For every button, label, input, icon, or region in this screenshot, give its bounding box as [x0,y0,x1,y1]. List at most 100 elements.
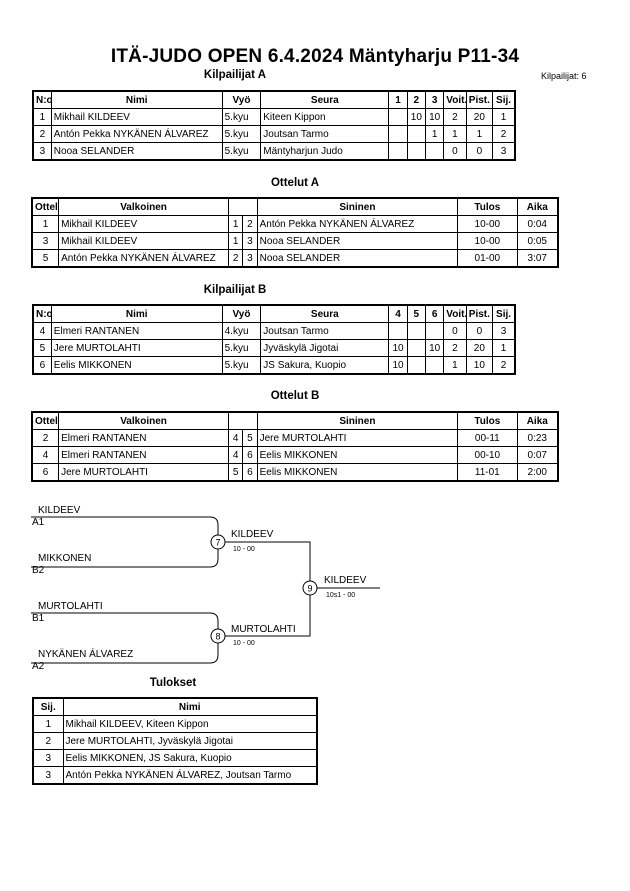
col-header: Valkoinen [58,197,229,216]
table-row: 3 Antón Pekka NYKÄNEN ÁLVAREZ, Joutsan T… [32,766,318,785]
table-cell: 4.kyu [221,322,262,340]
table-cell: 5 [32,339,52,357]
col-header: Ottelu [31,411,60,430]
col-header: Valkoinen [58,411,229,430]
match-8-circle [210,628,226,644]
semi2-bottom-name: NYKÄNEN ÁLVAREZ [38,647,133,660]
table-cell: Eelis MIKKONEN [50,356,223,375]
table-cell: Nooa SELANDER [50,142,223,161]
table-cell: 0 [465,322,494,340]
table-cell: 10 [424,108,445,126]
table-cell [388,108,408,126]
col-header: Nimi [50,304,223,323]
table-cell: 20 [465,108,494,126]
table-cell: 3 [242,232,258,250]
table-cell: 20 [465,339,494,357]
table-cell: Elmeri RANTANEN [50,322,223,340]
col-header: Sininen [256,197,459,216]
table-cell: 0 [465,142,494,161]
col-header: Seura [260,304,390,323]
pool-b-table: N:o Nimi Vyö Seura 4 5 6 Voit. Pist. Sij… [32,304,516,375]
table-cell: 2 [242,215,258,233]
col-header: Nimi [50,90,223,109]
table-row: 5 Jere MURTOLAHTI 5.kyu Jyväskylä Jigota… [32,339,516,357]
table-cell: Mikhail KILDEEV [58,215,229,233]
col-header: Aika [516,197,559,216]
final-score: 10s1 - 00 [326,592,355,599]
match-7-score: 10 - 00 [233,546,255,553]
table-cell: Mäntyharjun Judo [260,142,390,161]
table-cell: 2 [32,732,64,750]
table-cell [424,356,445,375]
col-header: Vyö [221,304,262,323]
page-title: ITÄ-JUDO OPEN 6.4.2024 Mäntyharju P11-34 [110,46,520,67]
col-header: 1 [388,90,408,109]
table-cell: 1 [443,356,467,375]
col-header: 2 [406,90,426,109]
table-row: 3 Eelis MIKKONEN, JS Sakura, Kuopio [32,749,318,767]
table-cell: Jere MURTOLAHTI, Jyväskylä Jigotai [62,732,318,750]
table-cell: 1 [465,125,494,143]
pool-b-heading: Kilpailijat B [203,284,267,296]
table-cell: Antón Pekka NYKÄNEN ÁLVAREZ, Joutsan Tar… [62,766,318,785]
table-row: 1 Mikhail KILDEEV 5.kyu Kiteen Kippon 10… [32,108,516,126]
table-cell: 2 [32,125,52,143]
semi1-top-seed: A1 [32,517,45,528]
table-cell: 1 [227,215,244,233]
match-9-number: 9 [307,584,312,594]
table-cell: 2 [31,429,60,447]
match-8-winner: MURTOLAHTI [231,624,296,635]
table-cell: Elmeri RANTANEN [58,446,229,464]
table-cell: Mikhail KILDEEV, Kiteen Kippon [62,715,318,733]
table-row: 1 Mikhail KILDEEV, Kiteen Kippon [32,715,318,733]
table-cell: 00-10 [457,446,518,464]
col-header: Voit. [443,304,467,323]
results-header-row: Sij. Nimi [32,697,318,716]
col-header: Voit. [443,90,467,109]
semi1-top-name: KILDEEV [38,505,81,516]
table-cell: 10-00 [457,232,518,250]
table-cell: JS Sakura, Kuopio [260,356,390,375]
table-cell: 1 [227,232,244,250]
table-cell [406,356,426,375]
semi1-bottom-seed: B2 [32,565,45,576]
matches-a-heading: Ottelut A [270,177,320,189]
table-row: 5 Antón Pekka NYKÄNEN ÁLVAREZ 2 3 Nooa S… [31,249,559,268]
match-7-winner: KILDEEV [231,529,274,540]
table-cell: 1 [492,108,516,126]
table-row: 1 Mikhail KILDEEV 1 2 Antón Pekka NYKÄNE… [31,215,559,233]
match-8-number: 8 [215,632,220,642]
match-7-number: 7 [215,538,220,548]
table-cell: Antón Pekka NYKÄNEN ÁLVAREZ [50,125,223,143]
table-cell: Eelis MIKKONEN [256,463,459,482]
col-header: Seura [260,90,390,109]
col-header: Pist. [465,304,494,323]
table-cell: 6 [242,463,258,482]
table-cell: 2 [443,339,467,357]
table-cell [406,322,426,340]
match-7-circle [210,534,226,550]
table-cell: 5 [31,249,60,268]
results-table: Sij. Nimi 1 Mikhail KILDEEV, Kiteen Kipp… [32,697,318,785]
table-cell: Mikhail KILDEEV [50,108,223,126]
table-cell: 1 [492,339,516,357]
table-cell: 5.kyu [221,125,262,143]
col-header: 3 [424,90,445,109]
col-header: N:o [32,304,52,323]
table-row: 3 Mikhail KILDEEV 1 3 Nooa SELANDER 10-0… [31,232,559,250]
col-header: Nimi [62,697,318,716]
table-cell [406,125,426,143]
col-header: N:o [32,90,52,109]
table-row: 6 Eelis MIKKONEN 5.kyu JS Sakura, Kuopio… [32,356,516,375]
table-cell: Nooa SELANDER [256,249,459,268]
col-header: Tulos [457,411,518,430]
table-cell: 2 [443,108,467,126]
table-cell: 2 [492,356,516,375]
table-row: 4 Elmeri RANTANEN 4.kyu Joutsan Tarmo 0 … [32,322,516,340]
col-header: 6 [424,304,445,323]
pool-a-table: N:o Nimi Vyö Seura 1 2 3 Voit. Pist. Sij… [32,90,516,161]
table-cell: 1 [443,125,467,143]
table-cell: 4 [227,446,244,464]
table-cell: Nooa SELANDER [256,232,459,250]
col-header: Aika [516,411,559,430]
